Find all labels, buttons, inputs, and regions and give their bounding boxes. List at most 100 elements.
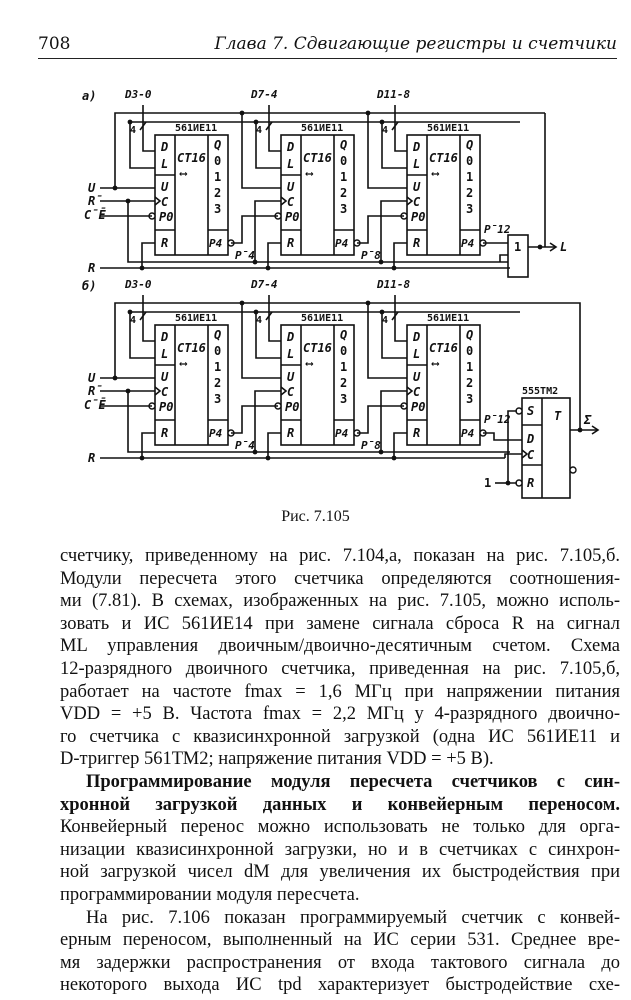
ctr-arrow: ⟷	[179, 357, 188, 370]
wire	[142, 295, 155, 342]
chip-name-label: 561ИЕ11	[301, 123, 343, 134]
wire	[545, 302, 581, 430]
text-line: D-триггер 561ТМ2; напряжение питания VDD…	[60, 749, 494, 770]
counter-chip	[280, 134, 355, 256]
junction-dot	[379, 309, 385, 315]
running-header: Глава 7. Сдвигающие регистры и счетчики	[214, 34, 617, 54]
wire	[381, 122, 407, 169]
bus-width-label: 4	[130, 315, 136, 326]
counter-chip	[406, 134, 481, 256]
input-ce-label: C̄Ē	[84, 208, 106, 222]
junction-dot	[365, 110, 371, 116]
ctr-label: CT16	[303, 151, 332, 165]
pin-q-label: 3	[466, 392, 473, 406]
bus-width-label: 4	[382, 315, 388, 326]
const-input-label: 1	[484, 476, 491, 490]
carry-p4-label: P̄4	[235, 249, 255, 262]
junction-dot	[505, 480, 511, 486]
ctr-arrow: ⟷	[305, 167, 314, 180]
pin-q-label: 3	[340, 202, 347, 216]
pin-p4-label: P4	[335, 237, 349, 250]
pin-p0-label: P0	[411, 400, 425, 414]
pin-r-label: R	[413, 236, 420, 250]
pin-d-label: D	[286, 330, 294, 344]
wire	[129, 122, 155, 169]
pin-d-label: D	[412, 330, 420, 344]
junction-dot	[265, 455, 271, 461]
wire	[141, 432, 155, 458]
data-input-label: D7-4	[250, 278, 278, 291]
pin-u-label: U	[161, 370, 169, 384]
pin-q-label: 2	[466, 186, 473, 200]
text-line: некоторого выхода ИС tpd характеризует б…	[60, 975, 620, 996]
wire	[380, 390, 407, 452]
wire	[549, 242, 558, 252]
pin-p0-label: P0	[285, 210, 299, 224]
junction-dot	[252, 449, 258, 455]
pin-r-label: R	[413, 426, 420, 440]
pin-q-label: 0	[466, 344, 473, 358]
ctr-arrow: ⟷	[179, 167, 188, 180]
inversion-bubble	[569, 466, 577, 474]
wire	[127, 391, 510, 453]
junction-dot	[379, 119, 385, 125]
text-line: счетчику, приведенному на рис. 7.104,а, …	[60, 546, 620, 566]
junction-dot	[391, 265, 397, 271]
header-rule	[38, 58, 617, 59]
pin-p4-label: P4	[209, 237, 223, 250]
pin-c-label: C	[287, 385, 295, 399]
output-sum-label: Σ	[583, 413, 592, 427]
ctr-arrow: ⟷	[431, 357, 440, 370]
wire	[255, 122, 281, 169]
pin-c-label: C	[287, 195, 295, 209]
chip-name-label: 561ИЕ11	[301, 313, 343, 324]
text-line: низации квазисинхронной загрузки, но и в…	[60, 839, 620, 860]
wire	[267, 242, 281, 268]
carry-p4-label: P̄4	[235, 439, 255, 452]
ctr-arrow: ⟷	[431, 167, 440, 180]
wire	[394, 105, 407, 152]
text-line: 12-разрядного двоичного счетчика, привед…	[60, 658, 620, 679]
wire	[142, 105, 155, 152]
junction-dot	[139, 455, 145, 461]
text-line: хронной загрузкой данных и конвейерным п…	[60, 794, 620, 815]
pin-p4-label: P4	[209, 427, 223, 440]
chip-name-label: 561ИЕ11	[427, 313, 469, 324]
pin-l-label: L	[161, 347, 168, 361]
wire	[391, 121, 399, 131]
wire	[231, 405, 278, 434]
wire	[499, 254, 508, 262]
wire	[139, 121, 147, 131]
pin-q-label: 2	[340, 376, 347, 390]
wire	[504, 453, 522, 458]
counter-chip	[154, 324, 229, 446]
bus-width-label: 4	[130, 125, 136, 136]
counter-chip	[406, 324, 481, 446]
pin-p0-label: P0	[411, 210, 425, 224]
chip-name-label: 561ИЕ11	[427, 123, 469, 134]
pin-q-label: 1	[214, 170, 221, 184]
junction-dot	[537, 244, 543, 250]
pin-u-label: U	[287, 180, 295, 194]
pin-q-label: 2	[340, 186, 347, 200]
pin-p4-label: P4	[461, 427, 475, 440]
wire	[267, 432, 281, 458]
wire	[507, 410, 517, 484]
data-input-label: D7-4	[250, 88, 278, 101]
input-ce-label: C̄Ē	[84, 398, 106, 412]
output-l-label: L	[560, 240, 567, 254]
ctr-label: CT16	[177, 341, 206, 355]
wire	[255, 312, 281, 359]
wire	[114, 302, 545, 378]
pin-d-label: D	[160, 140, 168, 154]
wire	[367, 113, 407, 189]
text-line: ми (7.81). В схемах, изображенных на рис…	[60, 591, 620, 612]
counter-chip	[154, 134, 229, 256]
wire	[280, 386, 288, 396]
input-clock-label: R̄	[88, 194, 102, 208]
wire	[231, 215, 278, 244]
pin-q-label: Q	[340, 328, 347, 342]
ctr-label: CT16	[177, 151, 206, 165]
